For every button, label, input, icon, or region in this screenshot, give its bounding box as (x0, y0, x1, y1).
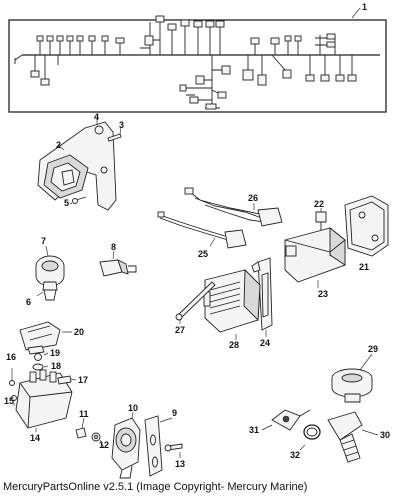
callout-18: 18 (51, 361, 61, 371)
wiring-harness (8, 7, 387, 113)
callout-19: 19 (50, 348, 60, 358)
harness-pigtails (157, 187, 283, 249)
callout-26: 26 (248, 193, 258, 203)
callout-22: 22 (314, 199, 324, 209)
throttle-body-assembly (9, 321, 77, 432)
callout-2: 2 (56, 140, 61, 150)
callout-24: 24 (260, 338, 270, 348)
callout-29: 29 (368, 344, 378, 354)
callout-14: 14 (30, 433, 40, 443)
callout-20: 20 (74, 327, 84, 337)
ecm-module (175, 268, 261, 340)
control-module (284, 227, 346, 288)
callout-32: 32 (290, 450, 300, 460)
callout-21: 21 (359, 262, 369, 272)
callout-4: 4 (94, 112, 99, 122)
bracket-strap (251, 257, 273, 337)
callout-10: 10 (128, 403, 138, 413)
callout-30: 30 (380, 430, 390, 440)
callout-5: 5 (64, 198, 69, 208)
callout-6: 6 (26, 297, 31, 307)
sender-assembly (261, 353, 379, 463)
callout-labels: 1 2 3 4 5 6 7 8 9 10 11 12 13 14 15 16 1… (4, 2, 390, 469)
callout-25: 25 (198, 249, 208, 259)
callout-8: 8 (111, 242, 116, 252)
temperature-sensor (99, 250, 137, 277)
callout-3: 3 (119, 120, 124, 130)
callout-12: 12 (99, 440, 109, 450)
copyright-footer: MercuryPartsOnline v2.5.1 (Image Copyrig… (3, 481, 308, 493)
callout-9: 9 (172, 408, 177, 418)
callout-28: 28 (229, 340, 239, 350)
callout-17: 17 (78, 375, 88, 385)
callout-27: 27 (175, 325, 185, 335)
mounting-bracket (37, 118, 122, 211)
callout-1: 1 (362, 2, 367, 12)
callout-7: 7 (41, 236, 46, 246)
callout-23: 23 (318, 289, 328, 299)
callout-16: 16 (6, 352, 16, 362)
pressure-sensor (35, 245, 65, 301)
callout-31: 31 (249, 425, 259, 435)
callout-15: 15 (4, 396, 14, 406)
callout-11: 11 (79, 409, 89, 419)
callout-13: 13 (175, 459, 185, 469)
valve-assembly (75, 411, 183, 479)
